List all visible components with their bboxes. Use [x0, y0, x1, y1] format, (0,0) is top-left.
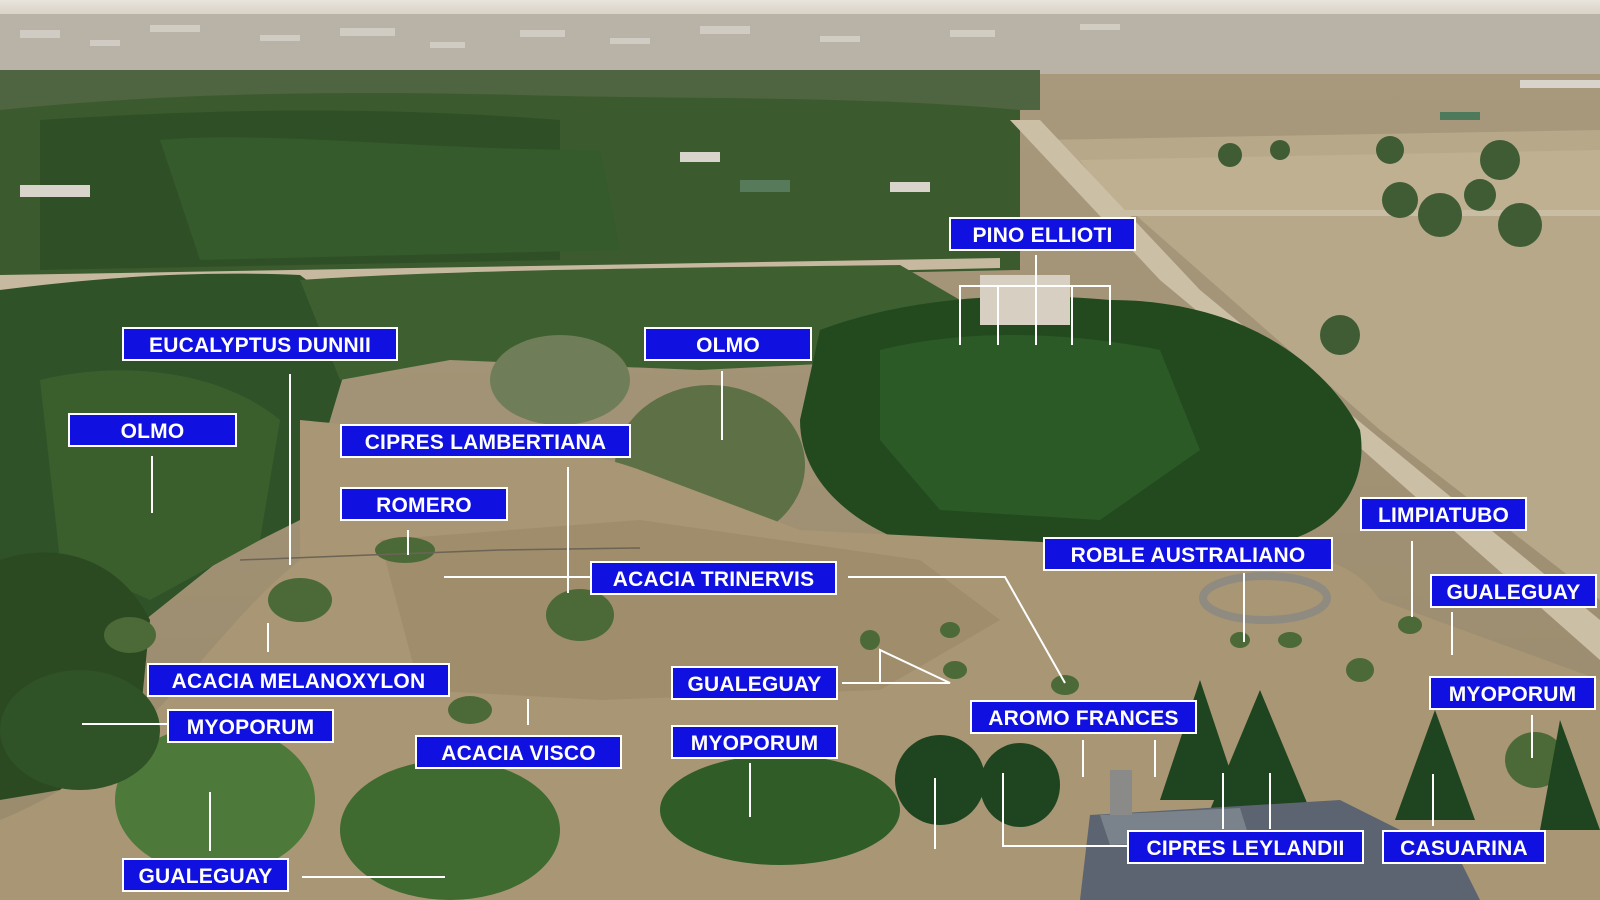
label-myoporum-center: MYOPORUM: [671, 725, 838, 759]
label-myoporum-left: MYOPORUM: [167, 709, 334, 743]
distant-town: [0, 14, 1600, 74]
house-structure: [980, 275, 1070, 325]
label-acacia-melanoxylon: ACACIA MELANOXYLON: [147, 663, 450, 697]
leader-cipres-leylandii: [1002, 773, 1128, 847]
label-roble-australiano: ROBLE AUSTRALIANO: [1043, 537, 1333, 571]
label-gualeguay-bottom: GUALEGUAY: [122, 858, 289, 892]
label-olmo-center: OLMO: [644, 327, 812, 361]
label-eucalyptus-dunnii: EUCALYPTUS DUNNII: [122, 327, 398, 361]
label-pino-ellioti: PINO ELLIOTI: [949, 217, 1136, 251]
label-acacia-trinervis: ACACIA TRINERVIS: [590, 561, 837, 595]
label-limpiatubo: LIMPIATUBO: [1360, 497, 1527, 531]
myoporum-bush-left: [115, 725, 315, 875]
label-acacia-visco: ACACIA VISCO: [415, 735, 622, 769]
leader-acacia-trinervis-right: [848, 576, 1066, 684]
label-aromo-frances: AROMO FRANCES: [970, 700, 1197, 734]
label-cipres-leylandii: CIPRES LEYLANDII: [1127, 830, 1364, 864]
label-olmo-left: OLMO: [68, 413, 237, 447]
label-casuarina: CASUARINA: [1382, 830, 1546, 864]
fence-line: [239, 547, 641, 561]
tank-ring: [1199, 572, 1331, 624]
label-romero: ROMERO: [340, 487, 508, 521]
label-cipres-lambertiana: CIPRES LAMBERTIANA: [340, 424, 631, 458]
label-myoporum-right: MYOPORUM: [1429, 676, 1596, 710]
label-gualeguay-center: GUALEGUAY: [671, 666, 838, 700]
leader-gualeguay-center: [842, 648, 951, 684]
label-gualeguay-right: GUALEGUAY: [1430, 574, 1597, 608]
